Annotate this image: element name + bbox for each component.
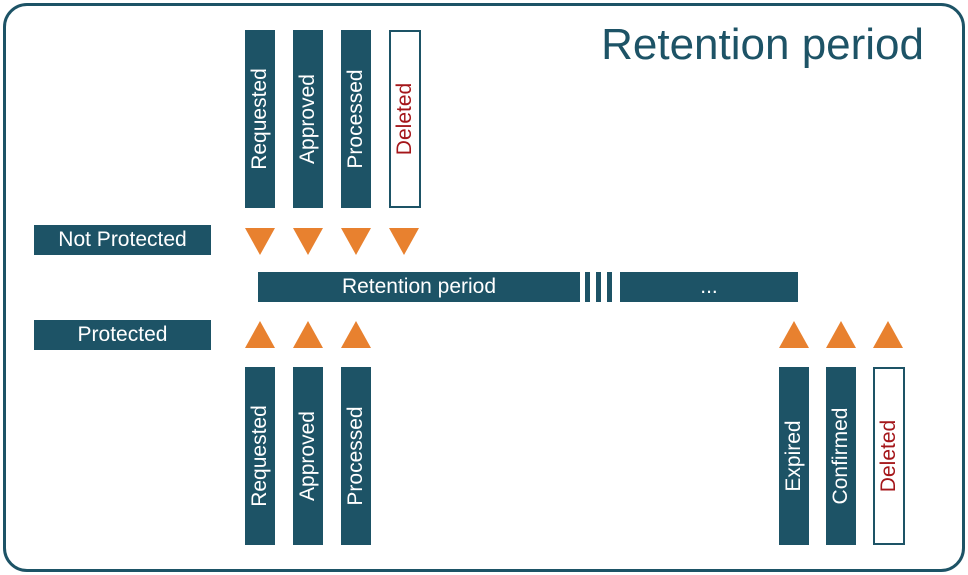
stage-label: Requested [248,68,271,170]
bottom-stage-expired: Expired [779,367,809,545]
stage-label: Requested [248,405,271,507]
stage-label: Expired [782,420,805,492]
arrow-down-icon [245,228,275,255]
retention-continuation-bar: ... [620,272,798,302]
timeline-break-mark [607,272,612,302]
arrow-down-icon [341,228,371,255]
protected-label: Protected [34,320,211,350]
arrow-down-icon [389,228,419,255]
bottom-stage-confirmed: Confirmed [826,367,856,545]
top-stage-deleted: Deleted [389,30,421,208]
retention-period-bar: Retention period [258,272,580,302]
top-stage-approved: Approved [293,30,323,208]
bottom-stage-deleted: Deleted [873,367,905,545]
top-stage-processed: Processed [341,30,371,208]
arrow-up-icon [779,321,809,348]
arrow-up-icon [245,321,275,348]
timeline-break-mark [596,272,601,302]
bottom-stage-approved: Approved [293,367,323,545]
stage-label: Deleted [393,82,416,156]
timeline-break-mark [585,272,590,302]
stage-label: Processed [344,406,367,506]
stage-label: Deleted [877,419,900,493]
arrow-up-icon [341,321,371,348]
arrow-up-icon [826,321,856,348]
arrow-up-icon [873,321,903,348]
arrow-up-icon [293,321,323,348]
diagram-title: Retention period [601,20,924,69]
top-stage-requested: Requested [245,30,275,208]
stage-label: Processed [344,69,367,169]
stage-label: Confirmed [829,407,852,505]
stage-label: Approved [296,74,319,164]
stage-label: Approved [296,411,319,501]
not-protected-label: Not Protected [34,225,211,255]
bottom-stage-requested: Requested [245,367,275,545]
arrow-down-icon [293,228,323,255]
bottom-stage-processed: Processed [341,367,371,545]
